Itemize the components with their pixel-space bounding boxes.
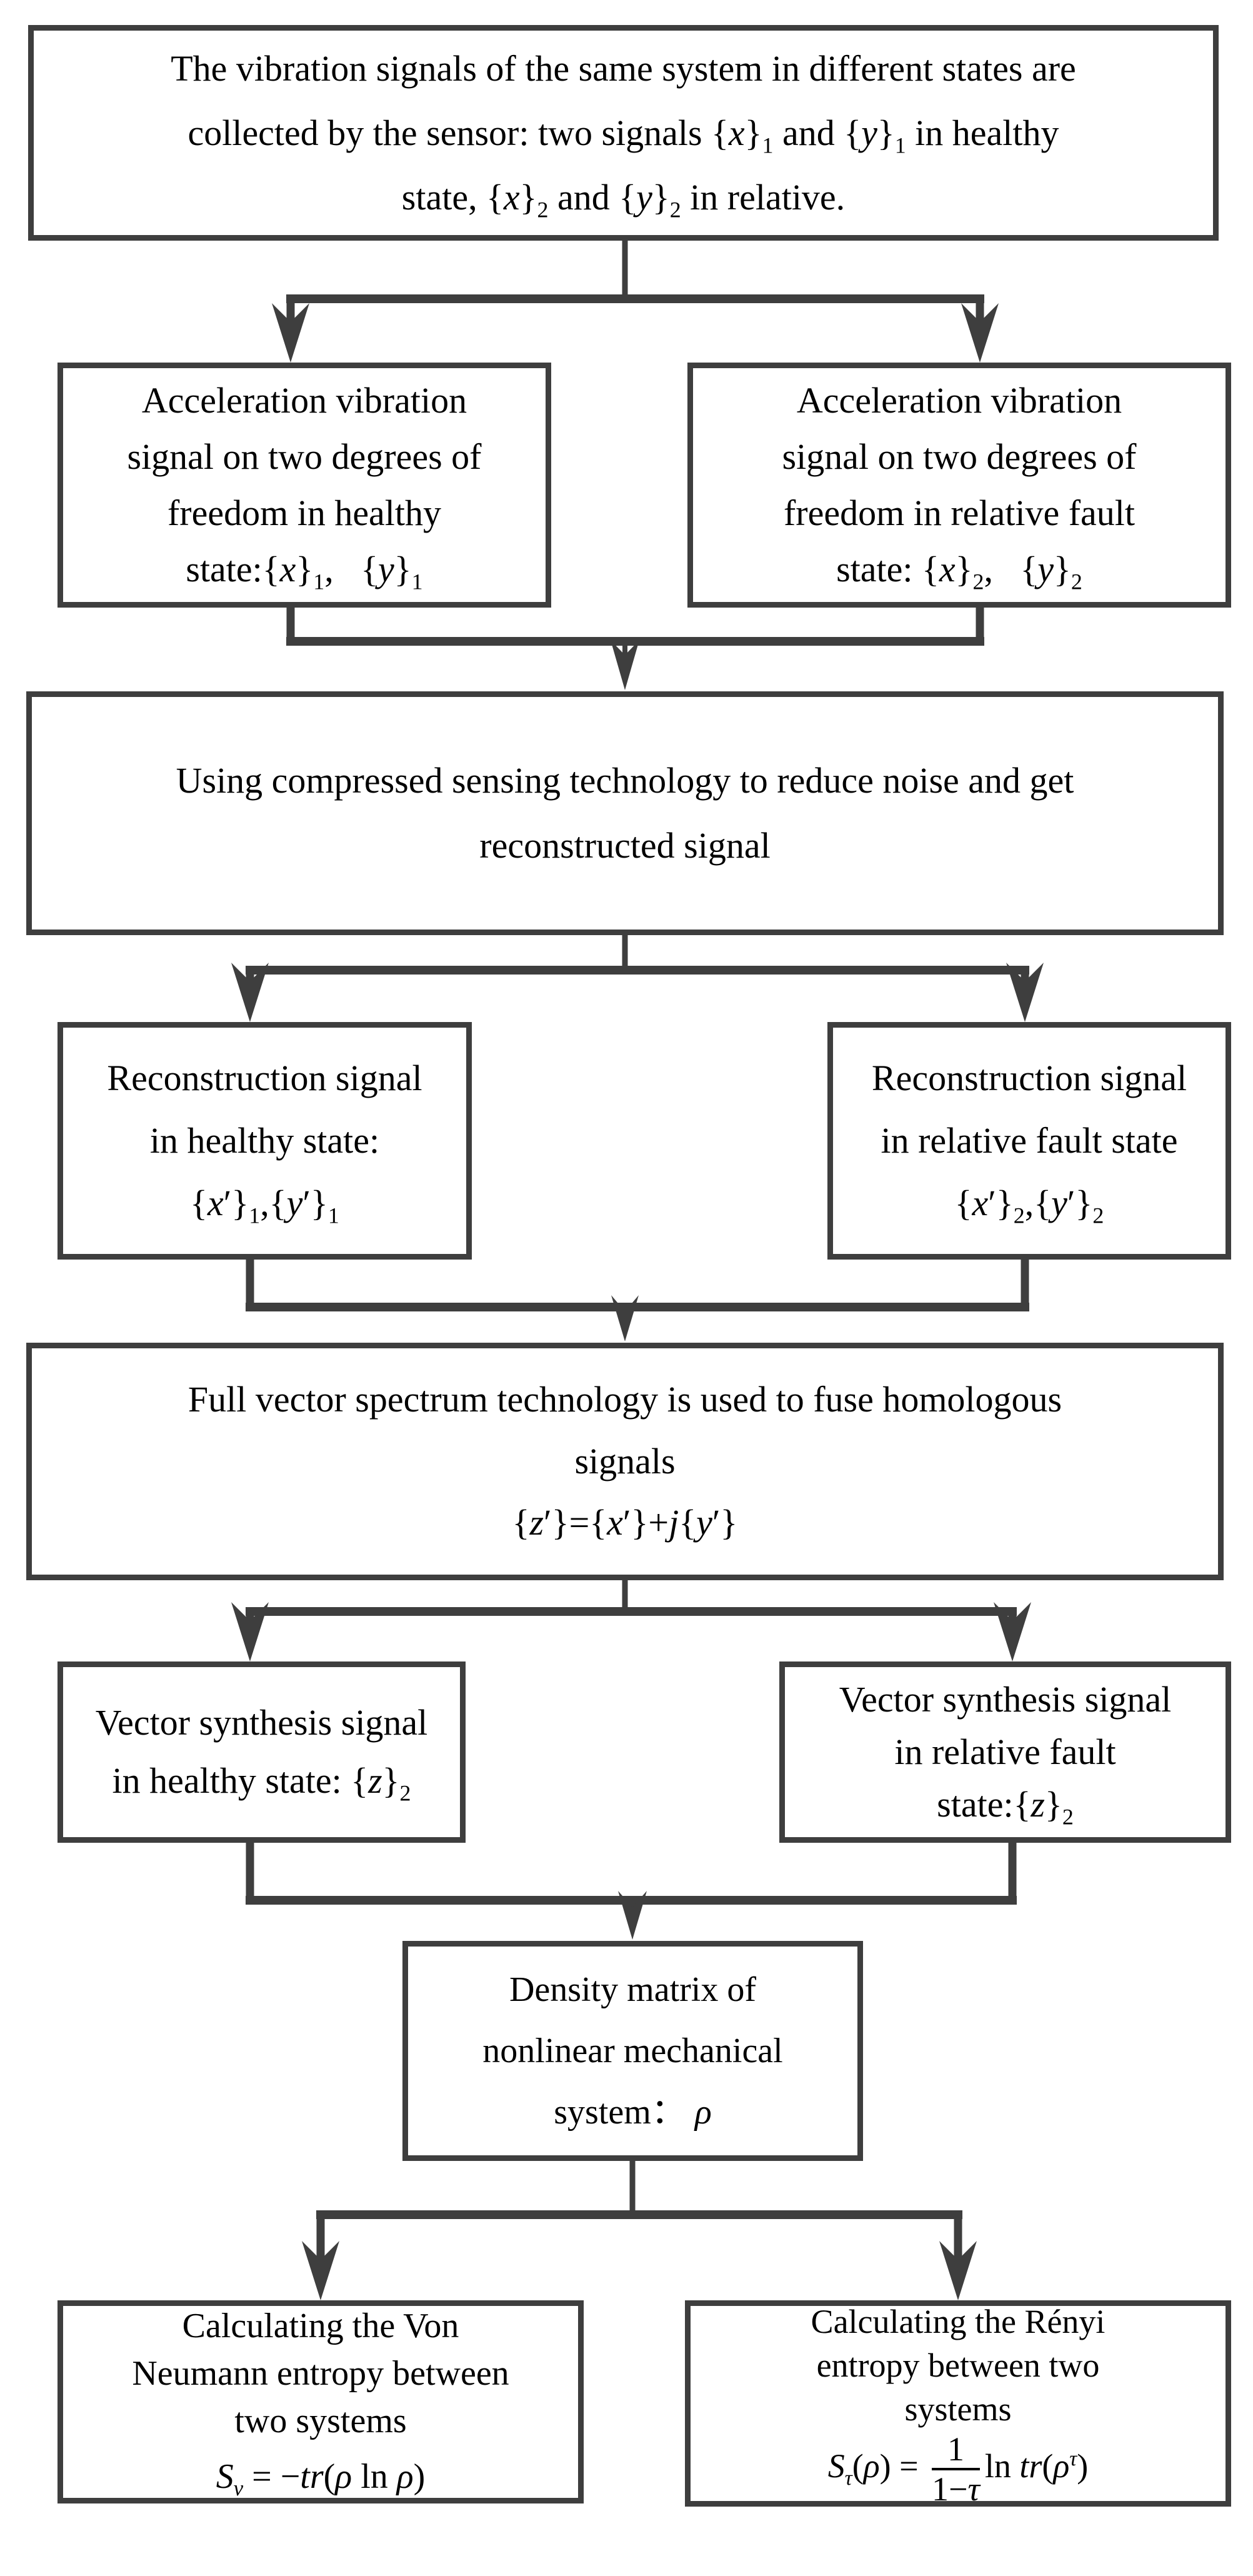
box-von-neumann-entropy: Calculating the Von Neumann entropy betw… [57, 2300, 584, 2503]
box-text-line: Neumann entropy between [132, 2353, 509, 2393]
arrow-down-head-icon [231, 1602, 269, 1661]
box-text-line: The vibration signals of the same system… [171, 48, 1076, 89]
box-formula: {x′}1,{y′}1 [190, 1182, 339, 1228]
box-text-line: Density matrix of [509, 1970, 757, 2009]
box-text-line: freedom in healthy [167, 493, 442, 533]
box-text-line: Vector synthesis signal [95, 1702, 428, 1743]
box-text-line: Acceleration vibration [796, 380, 1122, 421]
box-formula: {z′}={x′}+j{y′} [512, 1502, 738, 1543]
box-text-line: freedom in relative fault [783, 493, 1136, 533]
arrow-down-head-icon [1006, 963, 1044, 1022]
box-text-line: Reconstruction signal [871, 1058, 1187, 1099]
box-text-line: systems [904, 2390, 1012, 2428]
box-acceleration-healthy: Acceleration vibration signal on two deg… [57, 363, 551, 608]
connector-split-3 [231, 1580, 1031, 1661]
box-text-line: Vector synthesis signal [839, 1678, 1172, 1720]
box-full-vector-spectrum: Full vector spectrum technology is used … [26, 1343, 1224, 1580]
box-formula: {x′}2,{y′}2 [954, 1182, 1104, 1228]
box-text-line: entropy between two [816, 2347, 1100, 2385]
connector-merge-1 [286, 604, 984, 690]
box-text-line: state, {x}2 and {y}2 in relative. [401, 177, 846, 223]
box-vector-synthesis-fault: Vector synthesis signal in relative faul… [779, 1661, 1231, 1843]
box-text-line: reconstructed signal [479, 825, 771, 866]
arrow-down-head-icon [939, 2241, 977, 2300]
box-text-line: in healthy state: {z}2 [112, 1760, 411, 1806]
arrow-down-head-icon [272, 303, 309, 363]
connector-split-2 [231, 935, 1044, 1022]
arrow-down-head-icon [994, 1602, 1031, 1661]
box-reconstruction-healthy: Reconstruction signal in healthy state: … [57, 1022, 472, 1260]
box-text-line: system： ρ [554, 2093, 712, 2132]
box-text-line: collected by the sensor: two signals {x}… [187, 112, 1059, 158]
box-text-line: signals [574, 1440, 676, 1481]
box-text-line: in relative fault [894, 1731, 1116, 1772]
box-text-line: Using compressed sensing technology to r… [176, 759, 1074, 801]
box-text-line: in healthy state: [149, 1120, 380, 1161]
box-text-line: Full vector spectrum technology is used … [187, 1379, 1062, 1420]
box-text-line: Calculating the Rényi [811, 2303, 1106, 2341]
box-text-line: signal on two degrees of [782, 436, 1137, 478]
box-vector-synthesis-healthy: Vector synthesis signal in healthy state… [57, 1661, 466, 1843]
arrow-down-head-icon [618, 1891, 647, 1940]
box-text-line: state:{x}1, {y}1 [186, 548, 423, 594]
box-text-line: in relative fault state [881, 1120, 1178, 1161]
box-density-matrix: Density matrix of nonlinear mechanical s… [402, 1941, 863, 2161]
box-text-line: state:{z}2 [937, 1784, 1074, 1830]
box-text-line: Calculating the Von [182, 2307, 459, 2346]
box-text-line: signal on two degrees of [127, 436, 482, 478]
box-renyi-entropy: Calculating the Rényi entropy between tw… [685, 2300, 1231, 2507]
arrow-down-head-icon [611, 640, 639, 690]
box-text-line: nonlinear mechanical [482, 2032, 783, 2070]
box-signal-collection: The vibration signals of the same system… [28, 25, 1219, 241]
box-text-line: Acceleration vibration [141, 380, 467, 421]
arrow-down-head-icon [302, 2241, 339, 2300]
box-reconstruction-fault: Reconstruction signal in relative fault … [827, 1022, 1231, 1260]
arrow-down-head-icon [231, 963, 269, 1022]
arrow-down-head-icon [611, 1295, 639, 1341]
box-acceleration-fault: Acceleration vibration signal on two deg… [687, 363, 1231, 608]
box-text-line: Reconstruction signal [107, 1058, 422, 1099]
box-compressed-sensing: Using compressed sensing technology to r… [26, 691, 1224, 935]
connector-merge-2 [246, 1256, 1029, 1341]
box-text-line: two systems [234, 2401, 407, 2440]
arrow-down-head-icon [961, 303, 999, 363]
box-text-line: state: {x}2, {y}2 [836, 548, 1082, 594]
connector-split-4 [302, 2161, 977, 2300]
connector-merge-3 [246, 1839, 1017, 1940]
box-formula: Sv = −tr(ρ ln ρ) [216, 2457, 426, 2501]
connector-split-1 [272, 241, 999, 363]
